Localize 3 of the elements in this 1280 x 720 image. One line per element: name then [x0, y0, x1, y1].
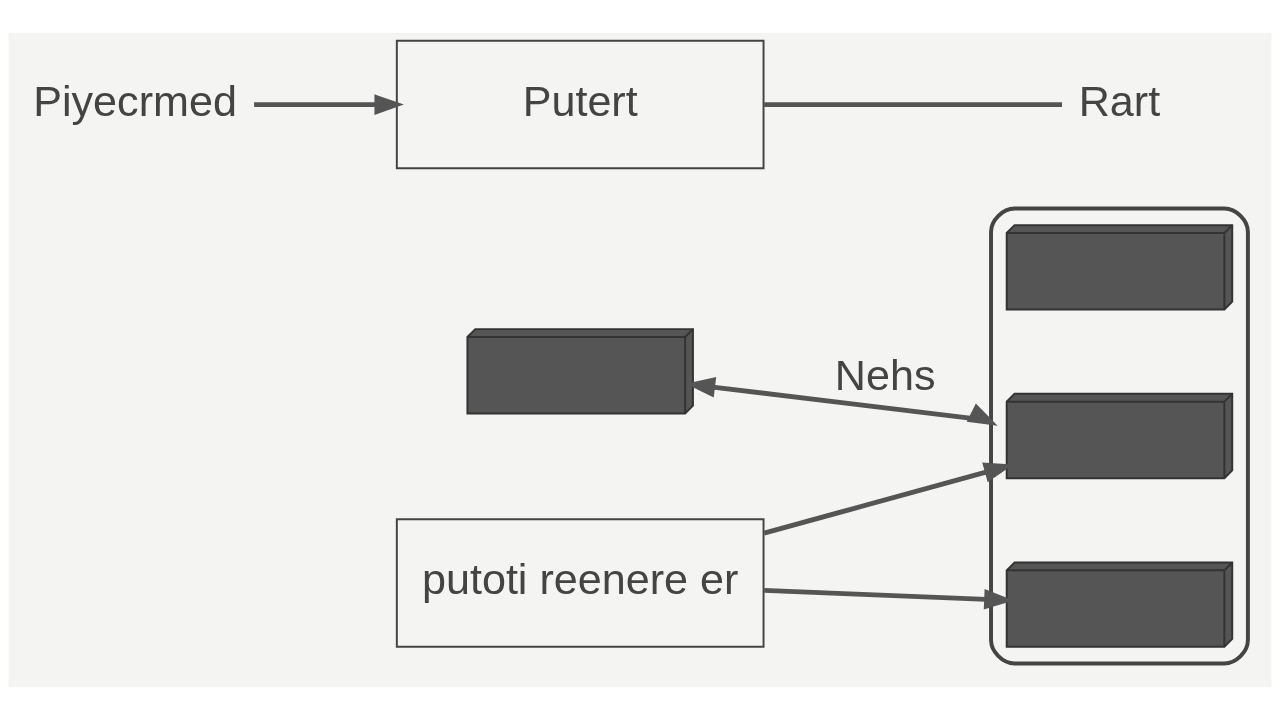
edge-label: Nehs	[834, 351, 936, 400]
node-text: Piyecrmed	[33, 76, 237, 125]
node-text: Rart	[1078, 76, 1161, 125]
